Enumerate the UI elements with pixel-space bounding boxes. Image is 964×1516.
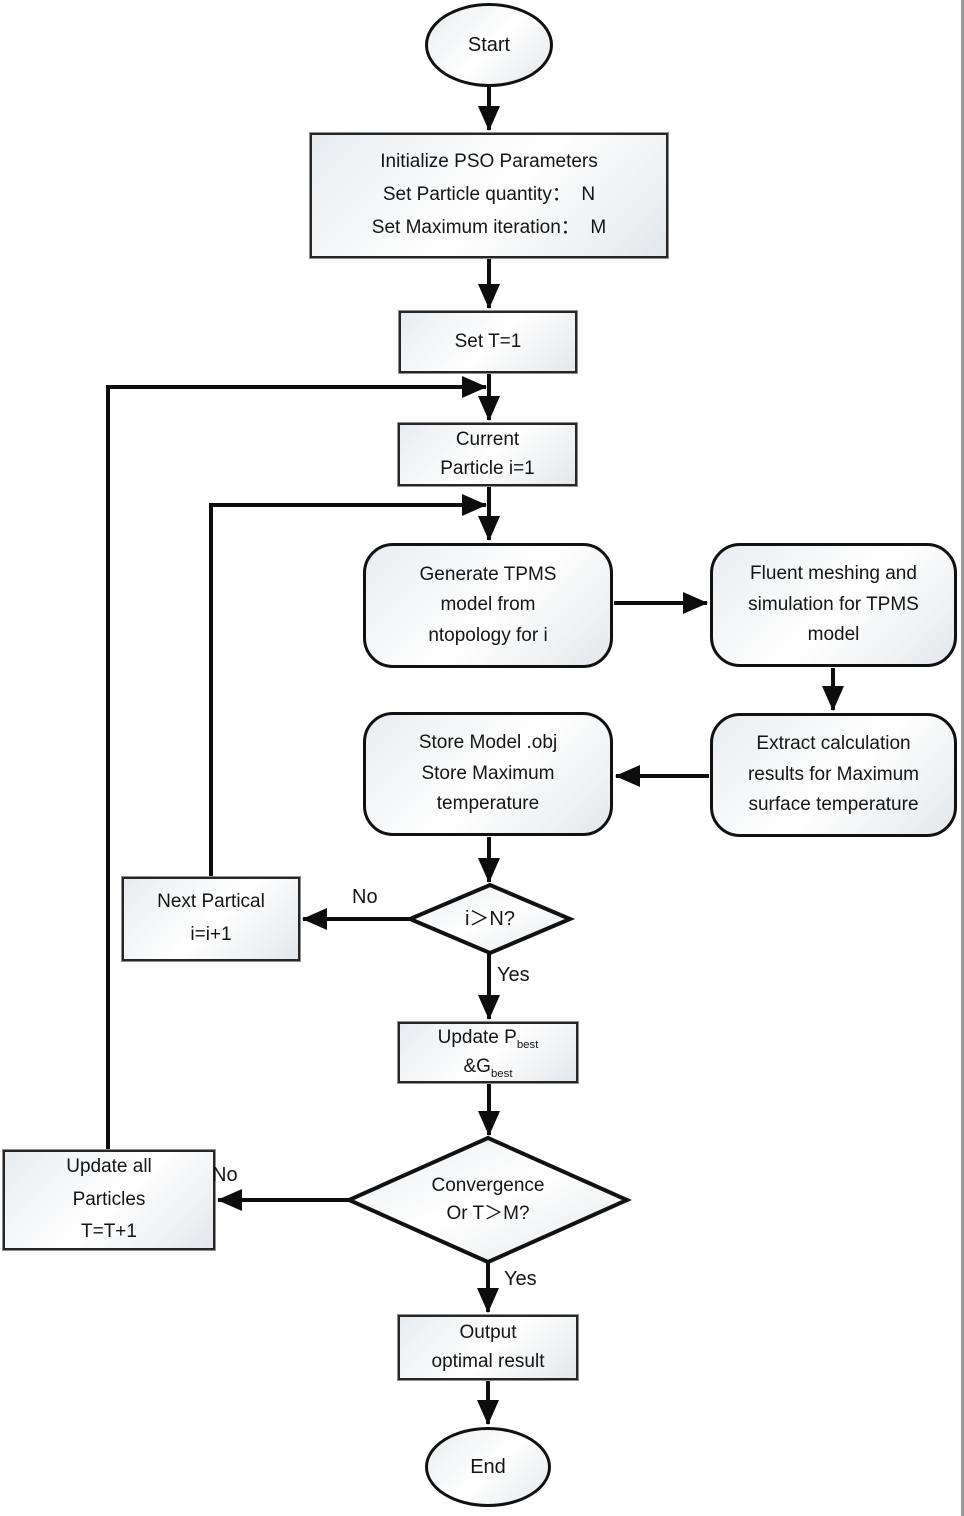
update-best-line2-sub: best	[490, 1067, 513, 1080]
store-line-3: temperature	[436, 793, 540, 815]
init-line-3: Set Maximum iteration： M	[371, 216, 607, 238]
output-result-box: Output optimal result	[398, 1315, 578, 1380]
end-terminator: End	[425, 1427, 551, 1507]
update-all-box: Update all Particles T=T+1	[3, 1150, 215, 1250]
edge-updateall-loop	[106, 376, 487, 1150]
no-label-d2: No	[212, 1164, 238, 1186]
convergence-label: Convergence Or T＞M?	[349, 1148, 627, 1252]
current-line-2: Particle i=1	[440, 457, 535, 479]
init-pso-box: Initialize PSO Parameters Set Particle q…	[310, 133, 668, 258]
extract-line-2: results for Maximum	[747, 763, 920, 785]
update-best-line1-main: Update P	[437, 1027, 517, 1049]
generate-tpms-box: Generate TPMS model from ntopology for i	[363, 543, 613, 668]
update-best-line1-sub: best	[516, 1039, 539, 1052]
set-t-box: Set T=1	[399, 311, 577, 373]
fluent-line-1: Fluent meshing and	[750, 563, 917, 585]
update-all-line-3: T=T+1	[81, 1221, 137, 1243]
update-all-line-1: Update all	[66, 1156, 152, 1177]
update-all-line-2: Particles	[72, 1188, 146, 1210]
update-best-line2-main: &G	[463, 1055, 491, 1077]
end-label: End	[470, 1456, 506, 1478]
i-gt-n-label: i＞N?	[410, 885, 570, 953]
edge-next-loop	[209, 494, 487, 877]
extract-line-3: surface temperature	[748, 794, 919, 816]
next-partical-box: Next Partical i=i+1	[122, 877, 300, 961]
i-gt-n-diamond	[404, 882, 576, 956]
generate-line-3: ntopology for i	[428, 624, 548, 646]
update-best-box: Update Pbest &Gbest	[398, 1022, 578, 1083]
store-model-box: Store Model .obj Store Maximum temperatu…	[363, 712, 613, 836]
convergence-line-1: Convergence	[431, 1174, 545, 1196]
output-line-2: optimal result	[431, 1350, 545, 1372]
current-particle-box: Current Particle i=1	[398, 423, 577, 486]
extract-results-box: Extract calculation results for Maximum …	[710, 713, 957, 837]
start-label: Start	[467, 34, 511, 56]
yes-label-d1: Yes	[497, 964, 530, 986]
fluent-line-3: model	[807, 624, 860, 646]
set-t-label: Set T=1	[454, 330, 522, 352]
fluent-meshing-box: Fluent meshing and simulation for TPMS m…	[710, 543, 957, 667]
yes-label-d2: Yes	[504, 1268, 537, 1290]
start-terminator: Start	[425, 3, 553, 87]
output-line-1: Output	[459, 1322, 517, 1344]
next-line-1: Next Partical	[157, 891, 265, 913]
init-line-2: Set Particle quantity： N	[382, 184, 596, 206]
generate-line-2: model from	[440, 594, 536, 616]
image-right-border	[961, 0, 964, 1516]
store-line-1: Store Model .obj	[418, 732, 558, 754]
extract-line-1: Extract calculation	[756, 733, 911, 755]
no-label-d1: No	[352, 886, 378, 908]
next-line-2: i=i+1	[190, 924, 232, 945]
current-line-1: Current	[455, 429, 520, 451]
i-gt-n-text: i＞N?	[464, 908, 515, 930]
update-best-line-1: Update Pbest	[438, 1024, 539, 1052]
fluent-line-2: simulation for TPMS	[748, 593, 919, 615]
init-line-1: Initialize PSO Parameters	[380, 151, 598, 173]
store-line-2: Store Maximum	[421, 762, 555, 784]
convergence-line-2: Or T＞M?	[446, 1203, 530, 1224]
generate-line-1: Generate TPMS	[419, 563, 557, 585]
convergence-diamond	[344, 1135, 632, 1265]
update-best-line-2: &Gbest	[464, 1053, 513, 1081]
